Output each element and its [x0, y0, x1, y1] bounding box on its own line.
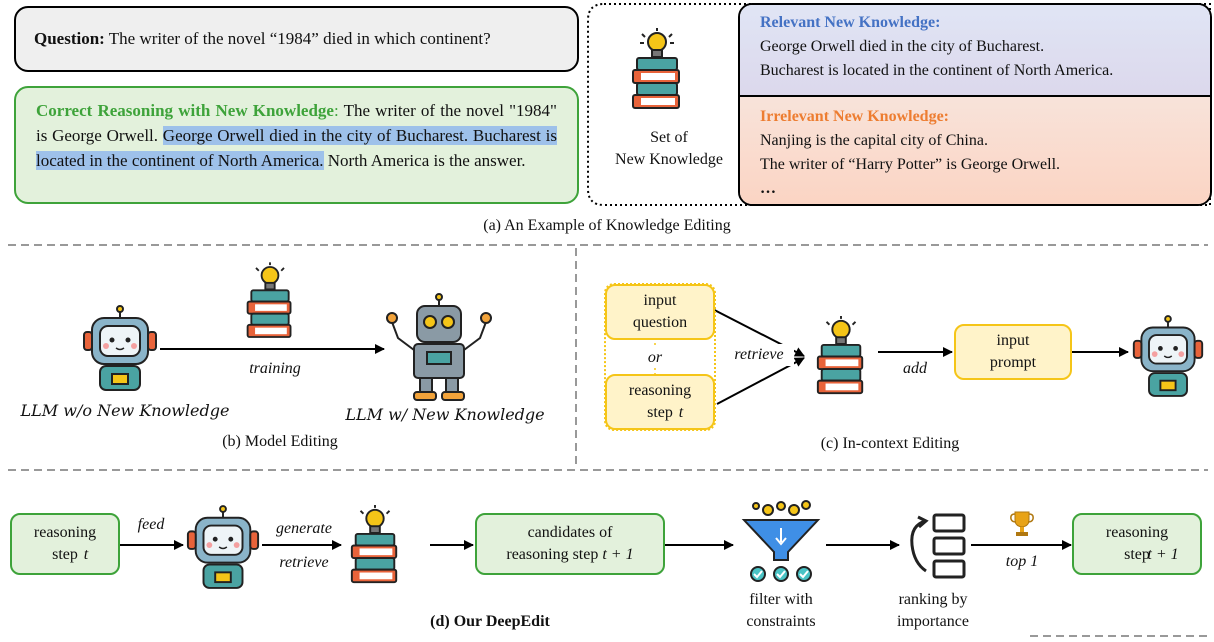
- correct-reasoning-box: Correct Reasoning with New Knowledge: Th…: [14, 86, 579, 204]
- filter-label: filter with constraints: [720, 588, 842, 634]
- irrelevant-knowledge-item: Nanjing is the capital city of China.: [760, 132, 988, 149]
- relevant-knowledge-section: Relevant New Knowledge: George Orwell di…: [740, 5, 1210, 97]
- llm-robot-icon: [80, 304, 160, 392]
- llm-robot-icon: [1130, 314, 1206, 398]
- correct-reasoning-label: Correct Reasoning with New Knowledge: [36, 101, 334, 120]
- upgraded-robot-icon: [384, 292, 494, 402]
- correct-reasoning-colon: :: [333, 101, 339, 120]
- irrelevant-knowledge-section: Irrelevant New Knowledge: Nanjing is the…: [740, 97, 1210, 204]
- candidates-label-1: candidates of: [527, 524, 613, 541]
- question-text: The writer of the novel “1984” died in w…: [104, 29, 491, 48]
- retrieve-label: retrieve: [724, 344, 794, 366]
- trophy-icon: [1009, 510, 1035, 538]
- relevant-knowledge-title: Relevant New Knowledge:: [760, 14, 941, 31]
- top1-label: top 1: [1005, 553, 1039, 570]
- add-label: add: [903, 360, 927, 377]
- question-box: Question: The writer of the novel “1984”…: [14, 6, 579, 72]
- irrelevant-knowledge-ellipsis: …: [760, 180, 776, 197]
- knowledge-set-label-2: New Knowledge: [615, 151, 723, 168]
- relevant-knowledge-item: Bucharest is located in the continent of…: [760, 62, 1114, 79]
- ranking-label: ranking by importance: [878, 588, 988, 634]
- retrieve-label: retrieve: [279, 554, 329, 571]
- irrelevant-knowledge-title: Irrelevant New Knowledge:: [760, 108, 949, 125]
- caption-b: (b) Model Editing: [222, 433, 338, 450]
- correct-reasoning-text-1: The writer of the novel "1984" is George…: [36, 101, 557, 145]
- reasoning-step-next-var: t + 1: [1147, 546, 1179, 563]
- knowledge-set-label: Set of New Knowledge: [604, 124, 734, 174]
- generate-label: generate: [276, 520, 332, 537]
- irrelevant-knowledge-item: The writer of “Harry Potter” is George O…: [760, 156, 1061, 173]
- or-label: or: [630, 348, 680, 368]
- candidates-label-2-text: reasoning step: [506, 546, 599, 563]
- reasoning-step-t-label: reasoning step: [33, 524, 97, 563]
- reasoning-step-label: reasoning step: [628, 382, 692, 421]
- knowledge-set-label-1: Set of: [650, 129, 688, 146]
- knowledge-list-box: Relevant New Knowledge: George Orwell di…: [738, 3, 1212, 206]
- correct-reasoning-text-2: North America is the answer.: [323, 151, 526, 170]
- input-question-box: input question: [605, 284, 715, 340]
- relevant-knowledge-item: George Orwell died in the city of Buchar…: [760, 38, 1045, 55]
- candidates-label-2: reasoning step t + 1: [506, 544, 633, 566]
- ranking-label-2: importance: [897, 613, 969, 630]
- reasoning-step-box: reasoning step t: [605, 374, 715, 430]
- filter-funnel-icon: [738, 500, 824, 584]
- reasoning-step-var: t: [678, 404, 684, 421]
- llm-without-knowledge-label: LLM w/o New Knowledge: [20, 400, 230, 420]
- llm-robot-icon: [184, 504, 262, 590]
- feed-label: feed: [137, 516, 165, 533]
- ranking-icon: [904, 513, 968, 579]
- books-lightbulb-icon: [346, 505, 404, 587]
- reasoning-step-t-box: reasoning step t: [10, 513, 120, 575]
- ranking-label-1: ranking by: [898, 591, 968, 608]
- caption-a: (a) An Example of Knowledge Editing: [483, 217, 731, 234]
- filter-label-1: filter with: [749, 591, 813, 608]
- input-prompt-box: input prompt: [954, 324, 1072, 380]
- input-prompt-label: input prompt: [989, 332, 1037, 371]
- reasoning-step-next-box: reasoning step t + 1: [1072, 513, 1202, 575]
- books-lightbulb-icon: [627, 28, 687, 113]
- caption-c: (c) In-context Editing: [820, 435, 960, 452]
- input-question-label: input question: [632, 292, 688, 331]
- books-lightbulb-icon: [242, 262, 298, 342]
- reasoning-step-next-label: reasoning step: [1105, 524, 1169, 563]
- question-label: Question:: [34, 29, 105, 48]
- books-lightbulb-icon: [812, 316, 870, 398]
- reasoning-step-t-var: t: [83, 546, 89, 563]
- candidates-label-2-var: t + 1: [602, 546, 634, 563]
- caption-d: (d) Our DeepEdit: [430, 613, 550, 630]
- filter-label-2: constraints: [746, 613, 816, 630]
- training-label: training: [249, 360, 301, 377]
- llm-with-knowledge-label: LLM w/ New Knowledge: [345, 404, 545, 424]
- candidates-box: candidates of reasoning step t + 1: [475, 513, 665, 575]
